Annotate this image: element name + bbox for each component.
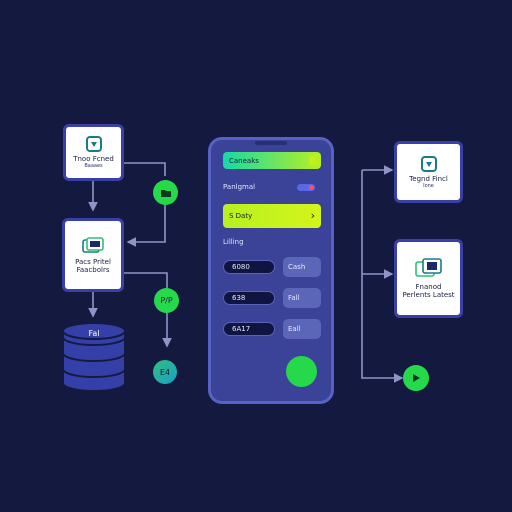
- phone-cta-bar[interactable]: S Daty ›: [223, 204, 321, 228]
- left-mid-card-subtitle: Faacbolrs: [76, 265, 110, 274]
- phone-row1-label: Panlgmal: [223, 183, 256, 191]
- left-top-card[interactable]: Tnoo Fcned Baaaes: [63, 124, 124, 181]
- right-top-card[interactable]: Tegnd Fincl Ione: [394, 141, 463, 203]
- right-mid-card[interactable]: Fnanod Perlents Latest: [394, 239, 463, 318]
- wire-mid-right: [124, 272, 168, 288]
- left-bubble-bottom[interactable]: E4: [153, 360, 177, 384]
- phone-header-label: Caneaks: [229, 156, 259, 165]
- screens-icon: [414, 258, 442, 277]
- phone-section-label: Lilling: [223, 238, 244, 246]
- folder-icon: [160, 189, 171, 197]
- phone-header-end-icon: [309, 156, 317, 165]
- play-button[interactable]: [403, 365, 429, 391]
- left-top-card-subtitle: Baaaes: [84, 163, 103, 169]
- left-top-card-title: Tnoo Fcned: [73, 155, 114, 163]
- left-bubble-mid-label: P/P: [160, 296, 173, 305]
- left-bubble-bottom-label: E4: [159, 367, 171, 377]
- database-label: Fal: [88, 329, 100, 338]
- right-mid-card-title: Fnanod Perlents Latest: [402, 283, 455, 299]
- chevron-right-icon: ›: [310, 209, 315, 222]
- phone-row-action-2[interactable]: Fall: [283, 288, 321, 308]
- phone-mockup: Caneaks Panlgmal S Daty › Lilling 6080 C…: [208, 137, 334, 404]
- left-mid-card[interactable]: Pacs Pritel Faacbolrs: [62, 218, 124, 292]
- app-icon: [420, 155, 437, 172]
- phone-toggle[interactable]: [297, 184, 315, 191]
- phone-row-value-2: 638: [223, 291, 275, 305]
- phone-row-value-3: 6A17: [223, 322, 275, 336]
- left-mid-card-title: Pacs Pritel: [75, 257, 111, 266]
- phone-row-action-1[interactable]: Cash: [283, 257, 321, 277]
- database-stack[interactable]: Fal: [62, 321, 126, 393]
- app-icon: [85, 136, 102, 152]
- right-top-card-subtitle: Ione: [423, 182, 434, 189]
- wire-top-left-right: [124, 162, 166, 176]
- play-icon: [413, 374, 420, 382]
- phone-cta-label: S Daty: [229, 212, 253, 220]
- wire-right-main: [361, 170, 404, 383]
- phone-action-button[interactable]: [286, 356, 317, 387]
- wire-bubble-to-mid: [126, 205, 166, 247]
- phone-row-action-3[interactable]: Eall: [283, 319, 321, 339]
- phone-header-bar[interactable]: Caneaks: [223, 152, 321, 169]
- phone-notch: [255, 141, 287, 145]
- database-icon: [62, 322, 126, 392]
- right-top-card-title: Tegnd Fincl: [409, 174, 448, 183]
- phone-row-value-1: 6080: [223, 260, 275, 274]
- gallery-icon: [82, 236, 104, 253]
- left-bubble-top[interactable]: [153, 180, 178, 205]
- toggle-knob: [309, 185, 314, 190]
- left-bubble-mid[interactable]: P/P: [154, 288, 179, 313]
